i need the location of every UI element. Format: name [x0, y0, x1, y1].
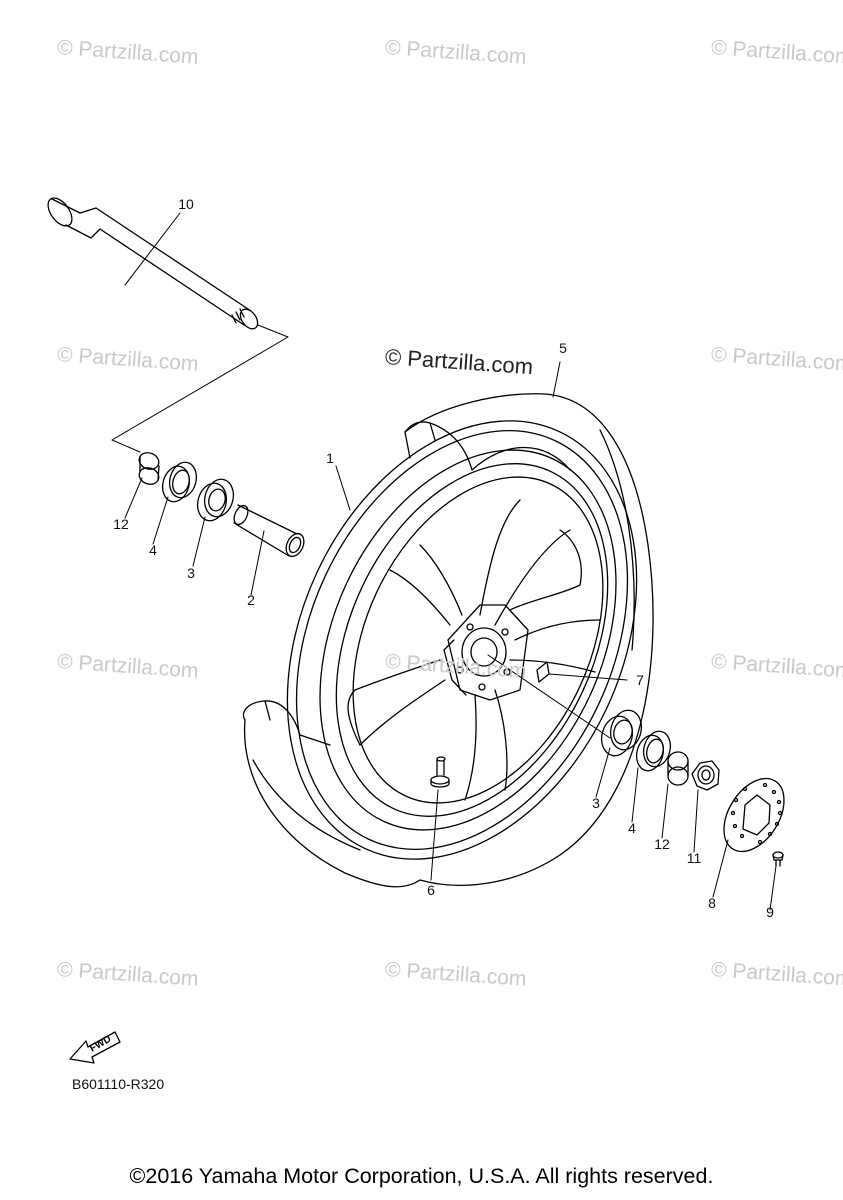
fwd-arrow-icon [69, 1031, 121, 1064]
part-5-tire [242, 393, 654, 888]
part-9-bolt [772, 851, 784, 867]
diagram-code: B601110-R320 [72, 1076, 165, 1092]
part-2-spacer [233, 504, 305, 558]
callout-7: 7 [636, 672, 644, 688]
callout-5: 5 [559, 340, 567, 356]
part-10-front-axle [47, 197, 259, 330]
part-7-balance-weight [536, 661, 550, 683]
callout-12-right: 12 [654, 836, 670, 852]
part-11-axle-nut [691, 760, 720, 791]
part-4-oil-seal-right [635, 730, 672, 772]
part-3-bearing-right [600, 709, 643, 757]
part-1-cast-wheel [286, 420, 638, 860]
callout-4-right: 4 [628, 820, 636, 836]
callout-6: 6 [427, 882, 435, 898]
part-12-collar-right [667, 751, 689, 786]
part-8-brake-disc [723, 777, 785, 853]
callout-10: 10 [178, 196, 194, 212]
part-12-collar-left [138, 452, 160, 485]
callout-2: 2 [247, 592, 255, 608]
leader-lines [124, 212, 777, 911]
axle-assembly-leader [111, 324, 289, 453]
callout-3-right: 3 [592, 795, 600, 811]
part-3-bearing-left [196, 478, 235, 522]
fwd-label: FWD [88, 1034, 113, 1055]
callout-8: 8 [708, 895, 716, 911]
part-6-tire-valve [430, 756, 450, 788]
callout-3-left: 3 [187, 565, 195, 581]
part-4-oil-seal-left [161, 461, 198, 503]
callout-9: 9 [766, 904, 774, 920]
copyright-notice: ©2016 Yamaha Motor Corporation, U.S.A. A… [129, 1164, 714, 1188]
callout-11: 11 [686, 850, 702, 866]
callout-12-left: 12 [113, 516, 129, 532]
callout-1: 1 [326, 450, 334, 466]
callout-4-left: 4 [149, 542, 157, 558]
